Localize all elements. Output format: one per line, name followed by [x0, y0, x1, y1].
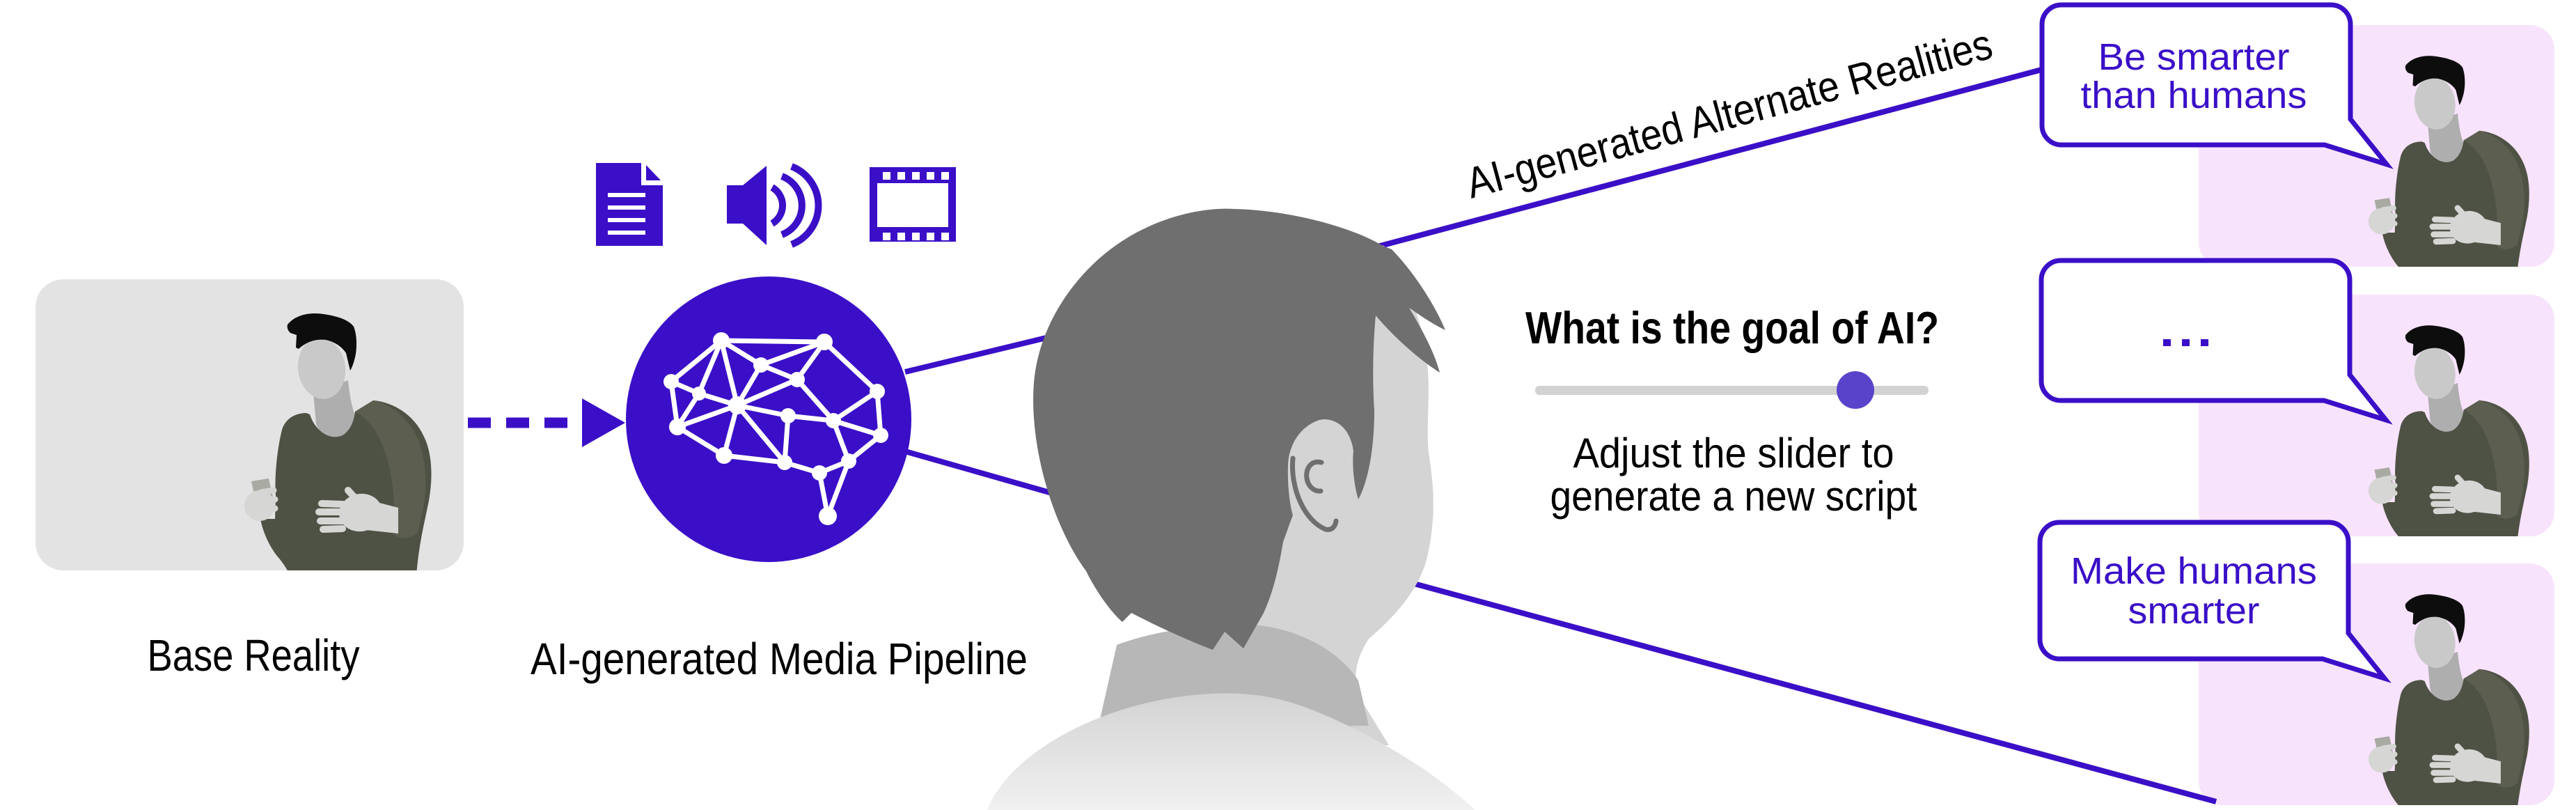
- svg-text:generate a new script: generate a new script: [1550, 473, 1917, 520]
- svg-text:Make humans: Make humans: [2071, 550, 2317, 592]
- svg-text:AI-generated Media Pipeline: AI-generated Media Pipeline: [531, 634, 1028, 684]
- svg-text:What is the goal of AI?: What is the goal of AI?: [1525, 302, 1939, 353]
- svg-text:Adjust the slider to: Adjust the slider to: [1573, 430, 1894, 476]
- svg-text:Be smarter: Be smarter: [2098, 36, 2290, 78]
- svg-text:smarter: smarter: [2128, 590, 2260, 632]
- svg-text:than humans: than humans: [2081, 75, 2307, 116]
- svg-text:Base Reality: Base Reality: [148, 630, 360, 680]
